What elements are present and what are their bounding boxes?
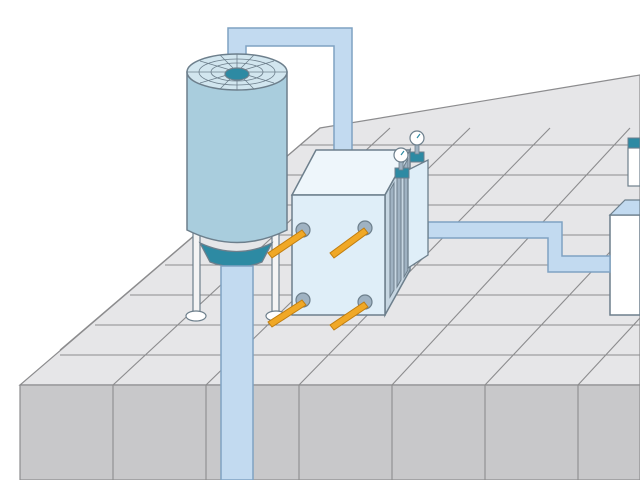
floor-front-face xyxy=(19,384,640,480)
plate-heat-exchanger-icon xyxy=(267,130,429,331)
pipe-icon xyxy=(427,221,611,273)
pipe-icon xyxy=(220,265,254,480)
building-roof xyxy=(608,199,640,216)
pressure-gauge-icon xyxy=(409,130,425,163)
building-upper-block xyxy=(627,147,640,187)
exchanger-plates xyxy=(389,157,409,299)
tank-icon xyxy=(185,53,288,322)
exchanger-end-plate xyxy=(407,158,429,270)
building-icon xyxy=(608,137,640,316)
tank-leg-foot xyxy=(185,310,207,322)
building-lower-block xyxy=(609,214,640,316)
pressure-gauge-icon xyxy=(393,147,410,179)
tank-top-nozzle xyxy=(224,67,250,81)
tank-body xyxy=(186,71,288,244)
exchanger-bolts xyxy=(267,227,369,331)
building-upper-roof xyxy=(627,137,640,149)
